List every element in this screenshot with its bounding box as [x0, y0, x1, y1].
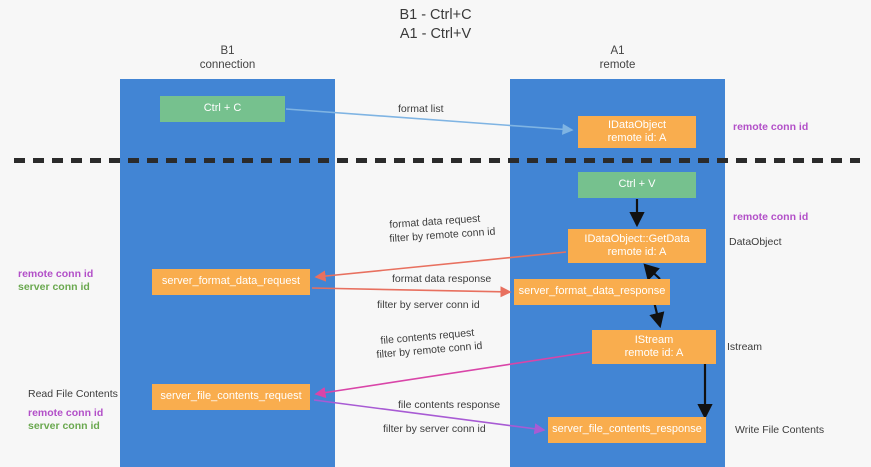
lane-header-a1: A1 remote: [510, 45, 725, 72]
box-server-file-contents-request[interactable]: server_file_contents_request: [152, 384, 310, 410]
label-filter-by-server-conn-id-file: filter by server conn id: [383, 423, 486, 436]
title-line-2: A1 - Ctrl+V: [399, 26, 472, 42]
box-ctrl-v-label: Ctrl + V: [618, 178, 656, 191]
label-dataobject-side: DataObject: [729, 236, 782, 248]
lane-a1-sub: remote: [599, 58, 636, 71]
filter-value-server-conn-id-1: server conn id: [413, 299, 480, 311]
label-remote-conn-id-mid: remote conn id: [733, 211, 809, 223]
box-server-format-data-response[interactable]: server_format_data_response: [514, 279, 670, 305]
filter-value-server-conn-id-2: server conn id: [419, 423, 486, 435]
filter-by-text-1: filter by: [389, 230, 427, 245]
box-ctrl-c[interactable]: Ctrl + C: [160, 96, 285, 122]
lane-b1-name: B1: [220, 45, 235, 57]
legend-server-conn-id-1: server conn id: [18, 281, 90, 293]
legend-remote-conn-id-1: remote conn id: [18, 268, 94, 280]
box-sfdresp-label: server_format_data_response: [518, 285, 666, 298]
box-istream-remote[interactable]: IStream remote id: A: [592, 330, 716, 364]
label-file-contents-response: file contents response: [398, 399, 501, 411]
box-server-format-data-request[interactable]: server_format_data_request: [152, 269, 310, 295]
filter-by-text-2: filter by: [377, 299, 414, 311]
legend-remote-conn-id-2: remote conn id: [28, 407, 104, 419]
box-server-file-contents-response[interactable]: server_file_contents_response: [548, 417, 706, 443]
filter-by-text-3: filter by: [376, 345, 414, 361]
box-sfcreq-label: server_file_contents_request: [160, 390, 302, 403]
box-ctrl-c-label: Ctrl + C: [203, 102, 242, 115]
legend-left-bottom: Read File Contents remote conn id server…: [28, 387, 118, 433]
phase-divider: [14, 158, 860, 163]
label-remote-conn-id-top: remote conn id: [733, 121, 809, 133]
box-getdata-line1: IDataObject::GetData: [584, 232, 690, 245]
legend-left-middle: remote conn id server conn id: [18, 268, 93, 294]
label-write-file-contents: Write File Contents: [735, 424, 825, 436]
box-idataobject-line2: remote id: A: [607, 132, 667, 144]
label-format-list: format list: [398, 103, 444, 115]
box-idataobject-remote[interactable]: IDataObject remote id: A: [578, 116, 696, 148]
box-istream-line1: IStream: [634, 333, 674, 346]
box-sfcresp-label: server_file_contents_response: [552, 423, 702, 436]
label-filter-by-server-conn-id-format: filter by server conn id: [377, 299, 480, 312]
label-istream-side: Istream: [727, 341, 763, 353]
title-line-1: B1 - Ctrl+C: [399, 7, 472, 23]
legend-server-conn-id-2: server conn id: [28, 420, 100, 432]
box-ctrl-v[interactable]: Ctrl + V: [578, 172, 696, 198]
lane-b1-sub: connection: [199, 58, 256, 71]
label-format-data-response: format data response: [392, 273, 492, 285]
lane-a1-name: A1: [610, 45, 625, 57]
diagram-title: B1 - Ctrl+C A1 - Ctrl+V: [0, 6, 871, 44]
arrow-format-data-response: [311, 286, 512, 298]
box-getdata-line2: remote id: A: [607, 246, 667, 258]
lane-header-b1: B1 connection: [120, 45, 335, 72]
filter-by-text-4: filter by: [383, 423, 420, 435]
box-idataobject-line1: IDataObject: [607, 118, 667, 131]
box-istream-line2: remote id: A: [624, 347, 684, 359]
legend-read-file-contents: Read File Contents: [28, 388, 118, 400]
box-sfdreq-label: server_format_data_request: [161, 275, 301, 288]
box-idataobject-getdata[interactable]: IDataObject::GetData remote id: A: [568, 229, 706, 263]
